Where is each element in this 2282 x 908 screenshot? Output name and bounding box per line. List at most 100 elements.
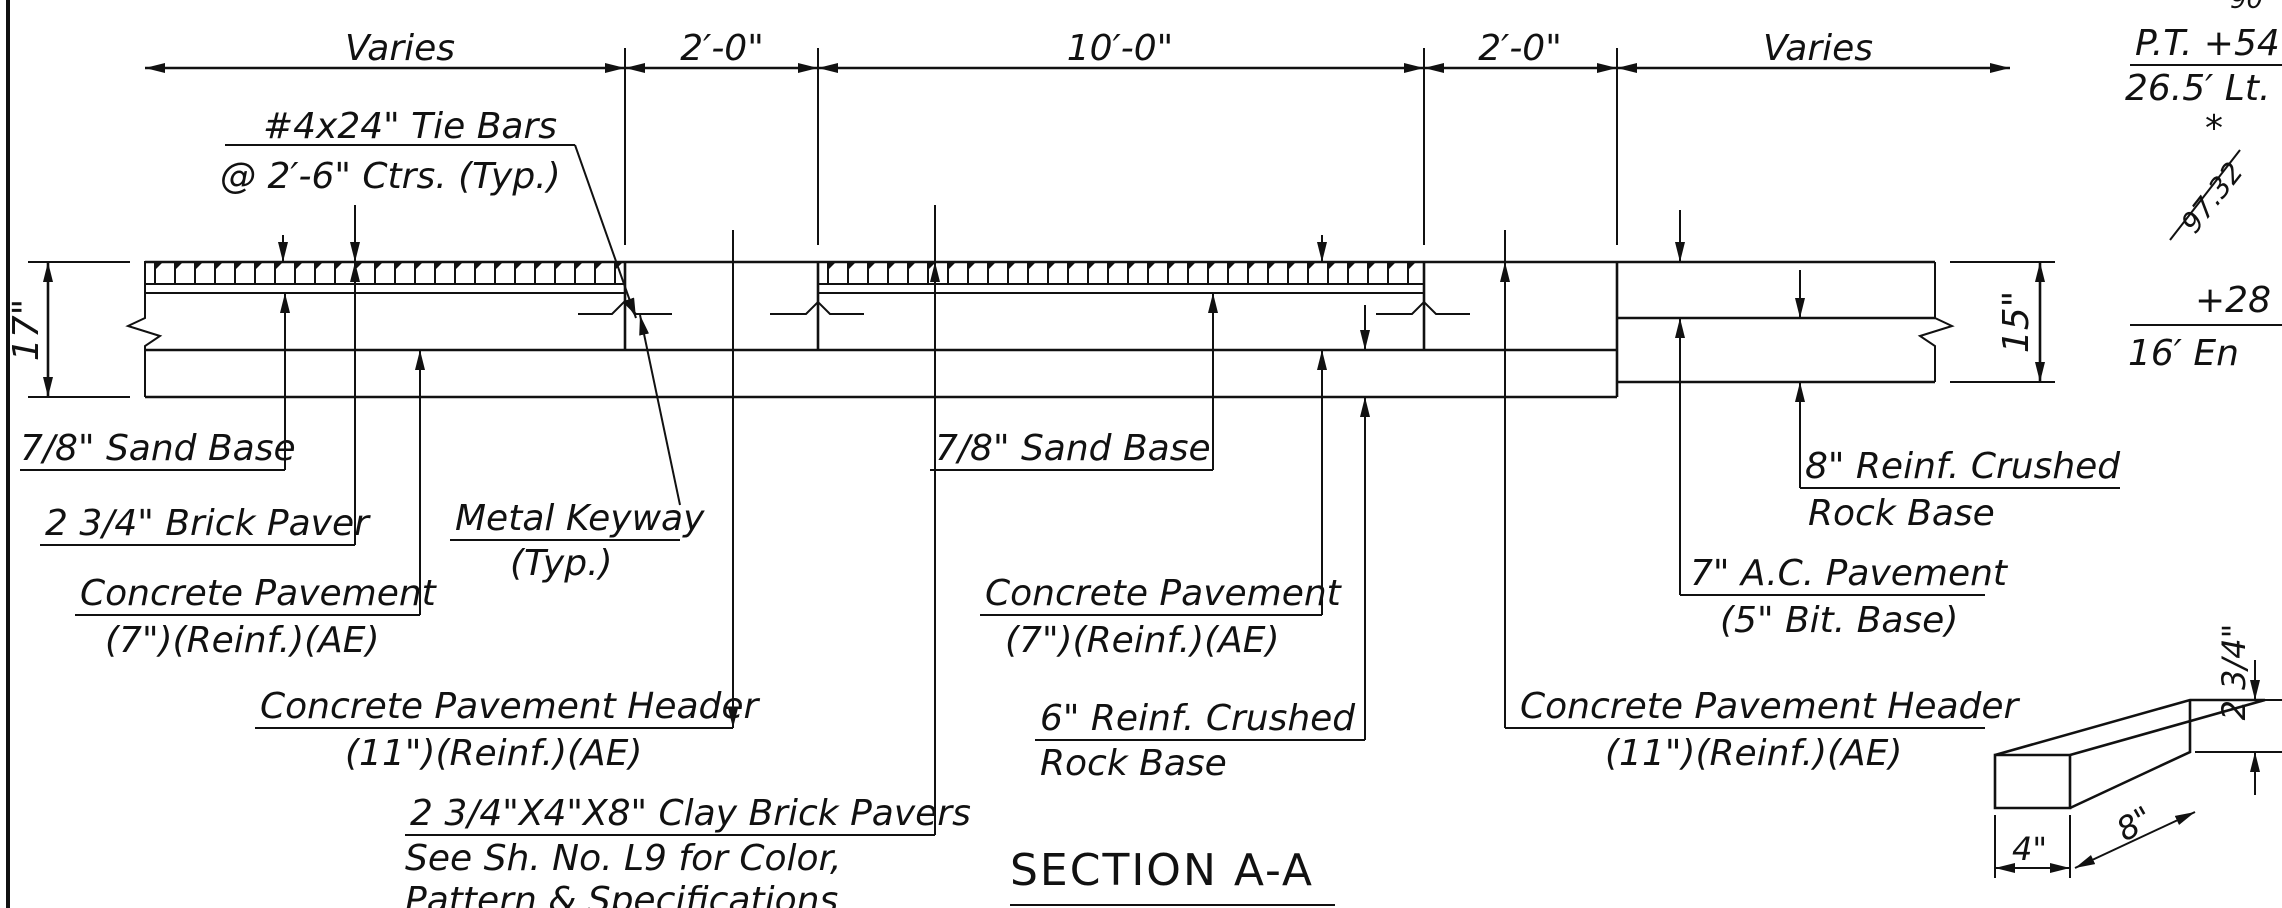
tie-bars-label: #4x24" Tie Bars [263,106,557,147]
brick-joint-mark [1308,262,1316,270]
pavement-section [125,260,1955,399]
brick-joint-mark [175,262,183,270]
note-offset-16: 16′ En [2128,333,2239,374]
rock-base-right-label: 8" Reinf. Crushed [1805,446,2121,487]
clay-pavers-spec: Pattern & Specifications [405,880,838,908]
section-title: SECTION A-A [1010,845,1314,896]
brick-joint-mark [595,262,603,270]
brick-joint-mark [315,262,323,270]
header-left-label: Concrete Pavement Header [260,686,761,727]
label-underlines [20,469,2120,906]
brick-joint-mark [575,262,583,270]
concrete-pavement-center-label: Concrete Pavement [985,573,1343,614]
brick-joint-mark [235,262,243,270]
sand-base-left-label: 7/8" Sand Base [20,428,296,469]
brick-joint-mark [1288,262,1296,270]
brick-joint-mark [848,262,856,270]
header-right-spec: (11")(Reinf.)(AE) [1605,733,1902,774]
brick-joint-mark [1368,262,1376,270]
brick-paver-joints [154,262,1416,284]
ac-pavement-spec: (5" Bit. Base) [1720,600,1958,641]
brick-joint-mark [335,262,343,270]
rock-base-center-line2: Rock Base [1040,743,1227,784]
dim-left-offset: 2′-0" [680,28,764,69]
brick-joint-mark [1348,262,1356,270]
brick-joint-mark [1108,262,1116,270]
brick-joint-mark [1388,262,1396,270]
brick-joint-mark [828,262,836,270]
brick-paver-detail [1993,660,2282,878]
dim-left-varies: Varies [345,28,455,69]
concrete-pavement-center-spec: (7")(Reinf.)(AE) [1005,620,1280,661]
brick-joint-mark [1328,262,1336,270]
metal-keyway-label: Metal Keyway [455,498,705,539]
brick-joint-mark [495,262,503,270]
brick-joint-mark [375,262,383,270]
brick-joint-mark [155,262,163,270]
brick-joint-mark [1148,262,1156,270]
brick-width-label: 4" [2012,830,2047,868]
note-offset-lt: 26.5′ Lt. [2125,68,2270,109]
brick-joint-mark [1228,262,1236,270]
clay-pavers-note: See Sh. No. L9 for Color, [405,838,841,879]
note-elevation: 97.32 [2175,156,2250,239]
brick-joint-mark [475,262,483,270]
brick-joint-mark [1068,262,1076,270]
leader-lines [225,144,1805,835]
note-asterisk: * [2205,108,2223,149]
brick-joint-mark [1048,262,1056,270]
depth-right-label: 15" [1996,291,2037,353]
dim-right-varies: Varies [1763,28,1873,69]
clay-pavers-label: 2 3/4"X4"X8" Clay Brick Pavers [410,793,971,834]
ac-pavement-label: 7" A.C. Pavement [1690,553,2009,594]
depth-dimension-right [1950,261,2055,383]
brick-joint-mark [395,262,403,270]
note-station-28: +28 [2195,280,2271,321]
brick-joint-mark [295,262,303,270]
brick-joint-mark [1128,262,1136,270]
concrete-pavement-left-label: Concrete Pavement [80,573,438,614]
tie-bars-spacing-label: @ 2′-6" Ctrs. (Typ.) [220,156,561,197]
depth-dimension-left [28,261,130,398]
concrete-pavement-left-spec: (7")(Reinf.)(AE) [105,620,380,661]
brick-joint-mark [948,262,956,270]
sand-base-center-label: 7/8" Sand Base [935,428,1211,469]
brick-joint-mark [355,262,363,270]
rock-base-right-line2: Rock Base [1808,493,1995,534]
brick-joint-mark [215,262,223,270]
brick-joint-mark [868,262,876,270]
rock-base-center-label: 6" Reinf. Crushed [1040,698,1356,739]
brick-joint-mark [1248,262,1256,270]
dim-right-offset: 2′-0" [1478,28,1562,69]
note-elevation-line [2169,149,2241,241]
brick-paver-label: 2 3/4" Brick Paver [45,503,371,544]
brick-joint-mark [1008,262,1016,270]
brick-joint-mark [255,262,263,270]
brick-joint-mark [435,262,443,270]
depth-left-label: 17" [6,299,47,361]
brick-joint-mark [195,262,203,270]
brick-joint-mark [888,262,896,270]
header-left-spec: (11")(Reinf.)(AE) [345,733,642,774]
metal-keyway-typ: (Typ.) [510,543,613,584]
brick-joint-mark [1088,262,1096,270]
note-top-fragment: 90 [2230,0,2263,15]
brick-joint-mark [535,262,543,270]
brick-joint-mark [275,262,283,270]
brick-joint-mark [988,262,996,270]
brick-joint-mark [1028,262,1036,270]
brick-length-label: 8" [2110,798,2159,848]
brick-joint-mark [1188,262,1196,270]
brick-joint-mark [555,262,563,270]
brick-height-label: 2 3/4" [2215,624,2253,721]
top-dimension-chain [145,48,2010,245]
brick-joint-mark [908,262,916,270]
brick-joint-mark [455,262,463,270]
dim-center-width: 10′-0" [1067,28,1173,69]
brick-joint-mark [1268,262,1276,270]
brick-joint-mark [515,262,523,270]
brick-joint-mark [1208,262,1216,270]
brick-joint-mark [968,262,976,270]
brick-joint-mark [1408,262,1416,270]
